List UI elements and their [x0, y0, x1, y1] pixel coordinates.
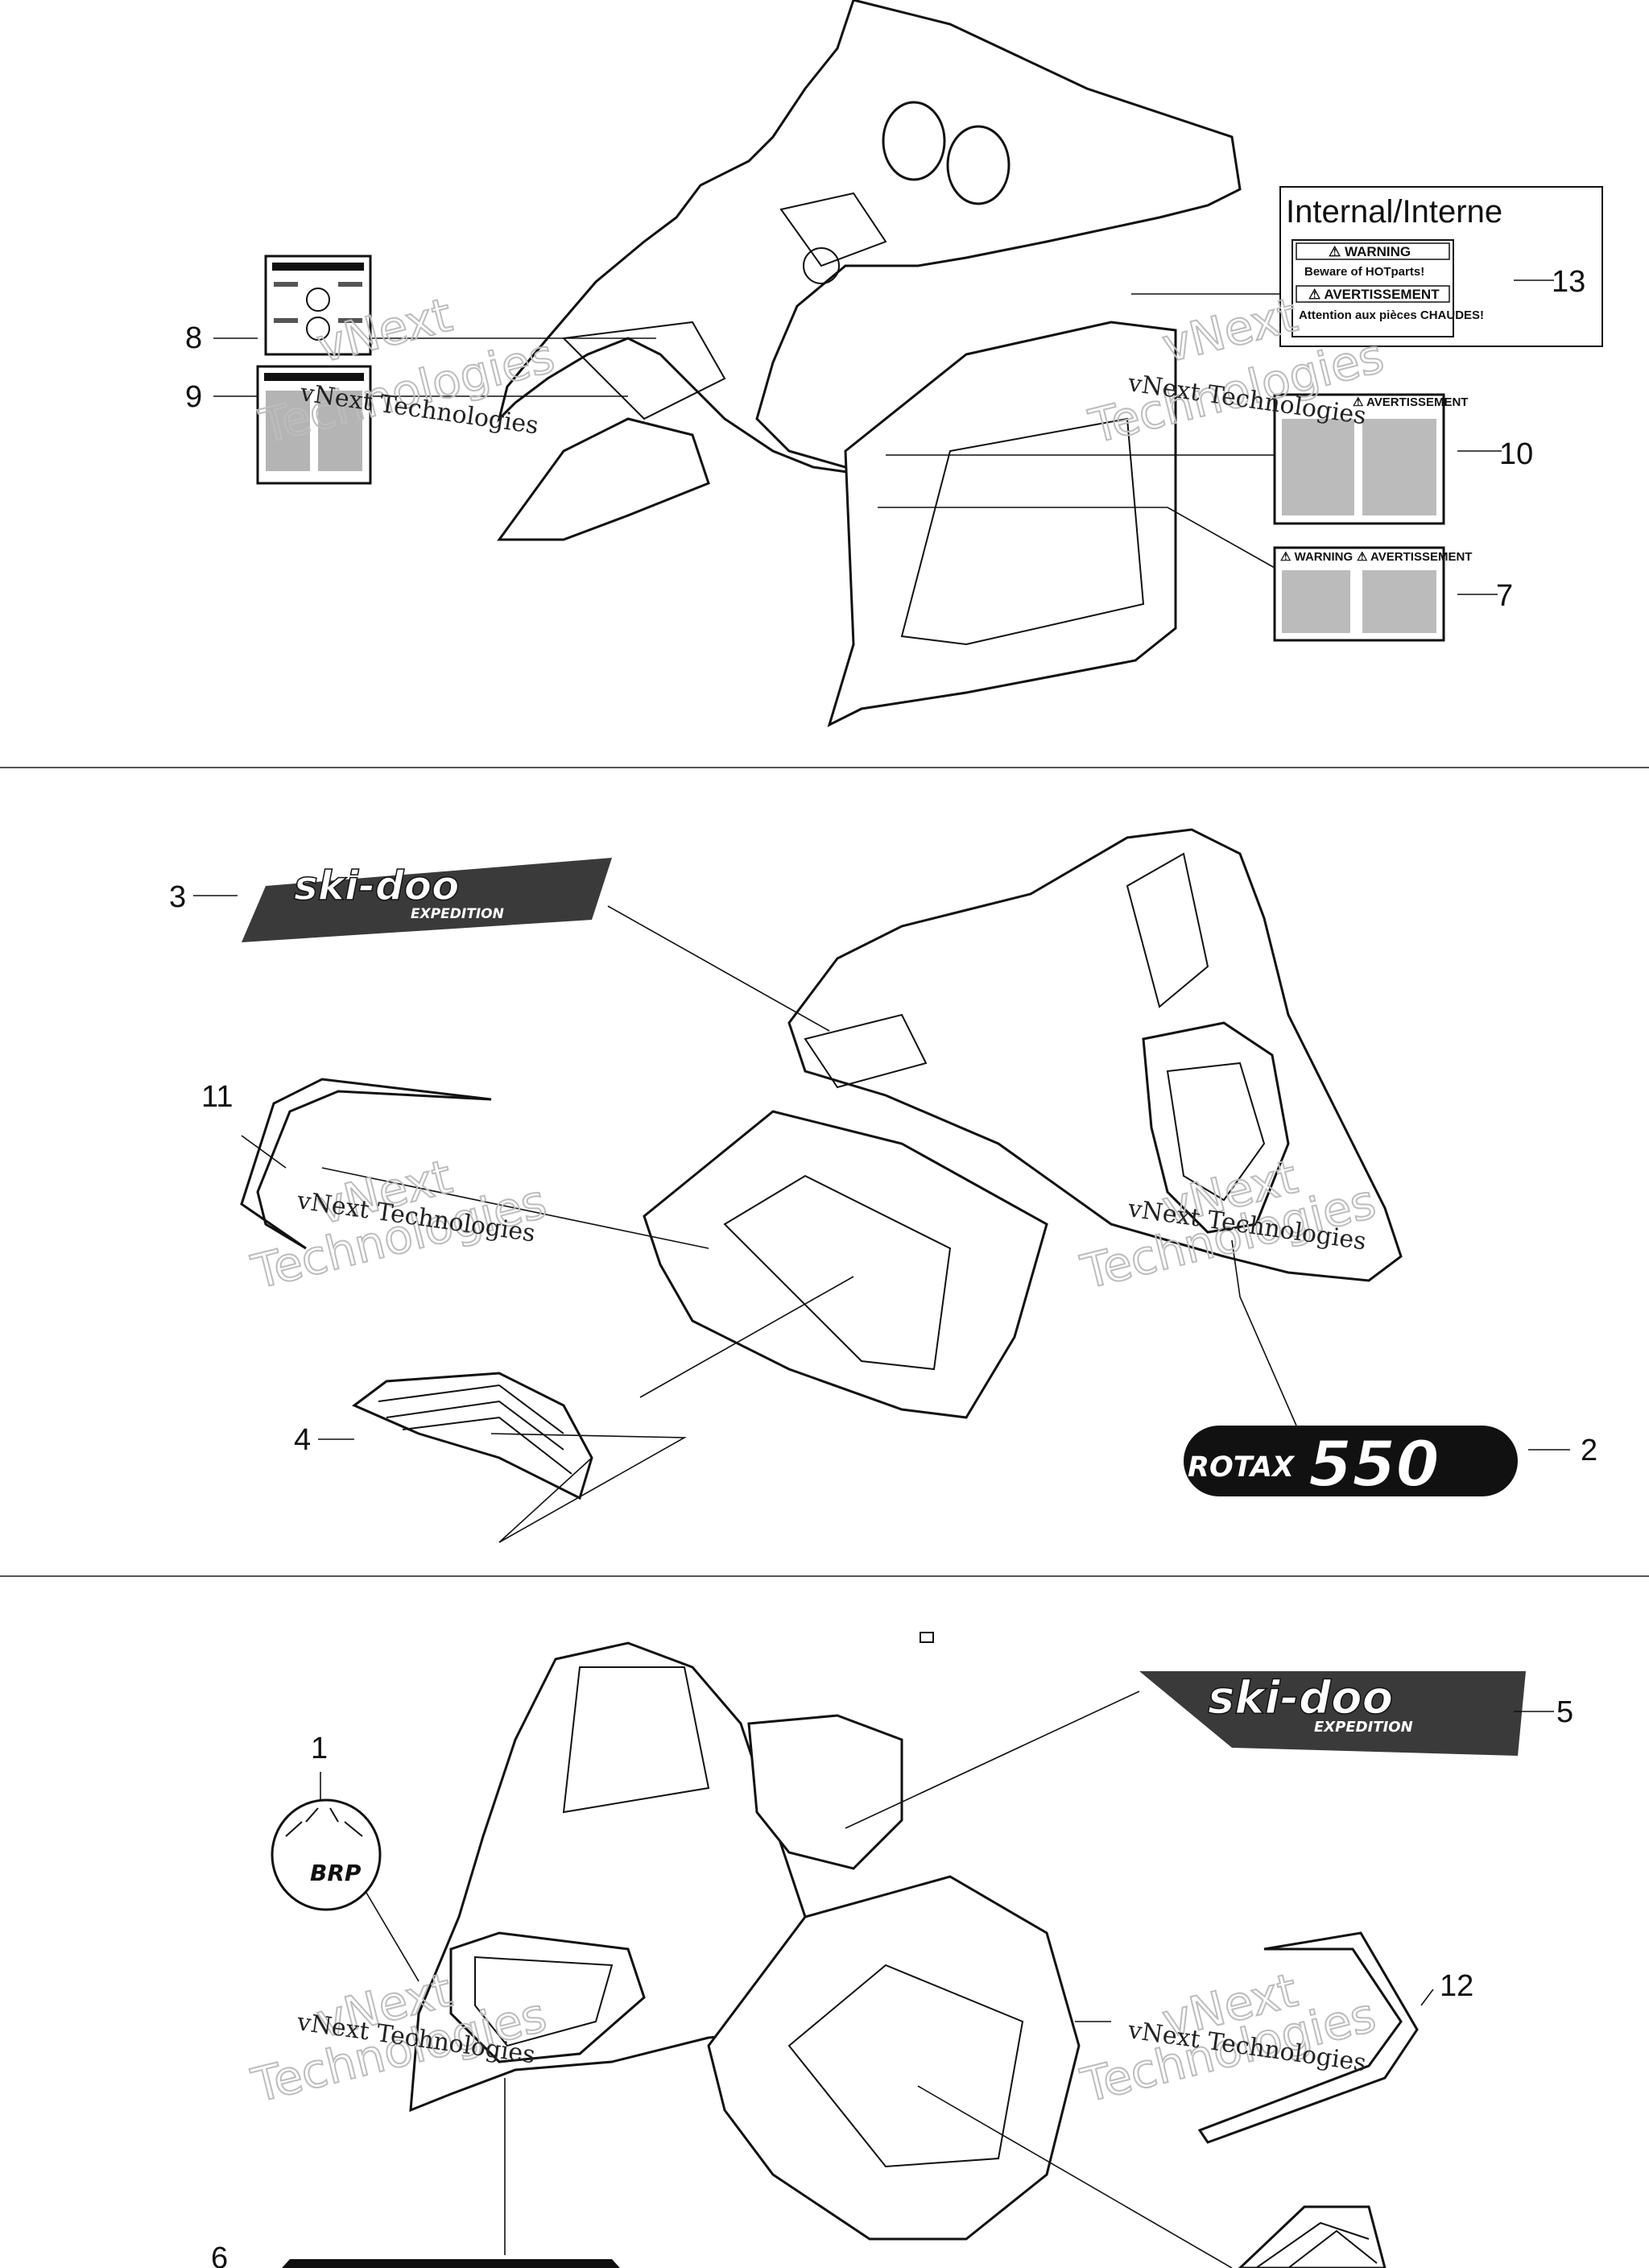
decal-5-sub: EXPEDITION: [1314, 1719, 1413, 1736]
label-9: [256, 365, 372, 485]
console-bottom: [747, 1714, 903, 1870]
section-top: Internal/Interne ⚠ WARNING Beware of HOT…: [185, 0, 1603, 727]
leader-3b: [607, 905, 830, 1032]
gauge-right: [946, 125, 1010, 205]
decal-12-stripe: [1197, 1931, 1419, 2144]
hood-part-top: [497, 0, 1242, 477]
small-marker: [920, 1632, 934, 1643]
callout-4: 4: [294, 1423, 311, 1457]
decal-5-brand: ski-doo: [1208, 1672, 1393, 1724]
headlight-bottom: [449, 1931, 646, 2063]
callout-6: 6: [211, 2241, 228, 2268]
side-panel-recess-bottom: [787, 1964, 1024, 2168]
warning-text: Beware of HOTparts!: [1304, 265, 1424, 279]
decal-11-stripe: [240, 1078, 492, 1250]
console-middle: [804, 1013, 928, 1089]
decal-3-brand: ski-doo: [294, 863, 459, 909]
leader-2b: [1231, 1240, 1297, 1426]
callout-5: 5: [1556, 1695, 1573, 1729]
callout-10: 10: [1499, 437, 1533, 471]
leader-7b: [878, 507, 1275, 569]
avertissement-title: ⚠ AVERTISSEMENT: [1308, 287, 1440, 302]
decal-2-word: ROTAX: [1188, 1451, 1296, 1484]
internal-label-heading: Internal/Interne: [1286, 194, 1502, 230]
callout-3: 3: [169, 880, 186, 914]
decal-2-number: 550: [1308, 1429, 1440, 1501]
console-detail: [561, 321, 726, 420]
headlight-inner-bottom: [474, 1956, 614, 2047]
gauge-left: [882, 101, 946, 181]
decal-hood-stripe-partial: [1238, 2205, 1387, 2268]
section-bottom: ski-doo EXPEDITION BRP 1 5 12 6: [211, 1632, 1573, 2268]
decal-5-skidoo: ski-doo EXPEDITION: [1139, 1671, 1526, 1756]
decal-3-skidoo: ski-doo EXPEDITION: [242, 858, 612, 942]
side-panel-recess-middle: [723, 1174, 952, 1371]
handlebar-mount: [779, 192, 887, 267]
label-7-left-title: ⚠ WARNING: [1280, 550, 1353, 564]
decal-2-rotax: ROTAX 550: [1184, 1426, 1518, 1502]
callout-13: 13: [1552, 265, 1585, 299]
callout-1: 1: [311, 1732, 328, 1765]
decal-1-brp-badge: BRP: [271, 1798, 382, 1911]
side-panel-bottom: [707, 1875, 1081, 2241]
leader-4c: [639, 1276, 854, 1398]
nose-top: [497, 417, 710, 541]
headlight-middle: [1142, 1021, 1290, 1234]
leader-5b: [845, 1691, 1140, 1829]
label-10-right-title: ⚠ AVERTISSEMENT: [1353, 395, 1468, 409]
windshield-recess: [1126, 852, 1209, 1008]
decal-6-partial: [282, 2259, 620, 2268]
windshield-recess-bottom: [562, 1666, 710, 1814]
leader-4b: [490, 1433, 687, 1543]
leader-11: [241, 1135, 287, 1169]
decal-1-logo: BRP: [310, 1860, 362, 1886]
decal-3-sub: EXPEDITION: [411, 906, 504, 922]
callout-8: 8: [185, 321, 202, 355]
label-10: ⚠ AVERTISSEMENT: [1273, 393, 1468, 525]
section-middle: ski-doo EXPEDITION ROTAX 550 3 11 4: [169, 828, 1597, 1543]
leader-hood-stripe: [917, 2085, 1233, 2268]
callout-7: 7: [1496, 579, 1513, 613]
headlight-inner: [1166, 1062, 1266, 1202]
label-7: ⚠ WARNING ⚠ AVERTISSEMENT: [1273, 546, 1472, 642]
side-panel-middle: [643, 1110, 1048, 1419]
label-7-right-title: ⚠ AVERTISSEMENT: [1357, 550, 1472, 564]
internal-label-box: Internal/Interne ⚠ WARNING Beware of HOT…: [1279, 186, 1603, 347]
avertissement-text: Attention aux pièces CHAUDES!: [1299, 308, 1484, 322]
callout-12: 12: [1440, 1969, 1473, 2003]
leader-12: [1420, 1989, 1434, 2006]
callout-9: 9: [185, 380, 202, 414]
callout-11: 11: [201, 1080, 233, 1114]
callout-2: 2: [1581, 1434, 1597, 1467]
label-8: [264, 255, 372, 356]
side-panel-top: [827, 321, 1177, 727]
side-panel-recess: [900, 417, 1145, 646]
warning-title: ⚠ WARNING: [1329, 244, 1411, 259]
leader-11b: [321, 1167, 709, 1249]
leader-1b: [366, 1892, 419, 1982]
decal-4-hood-stripe: [352, 1372, 593, 1500]
ignition-detail: [803, 247, 840, 284]
